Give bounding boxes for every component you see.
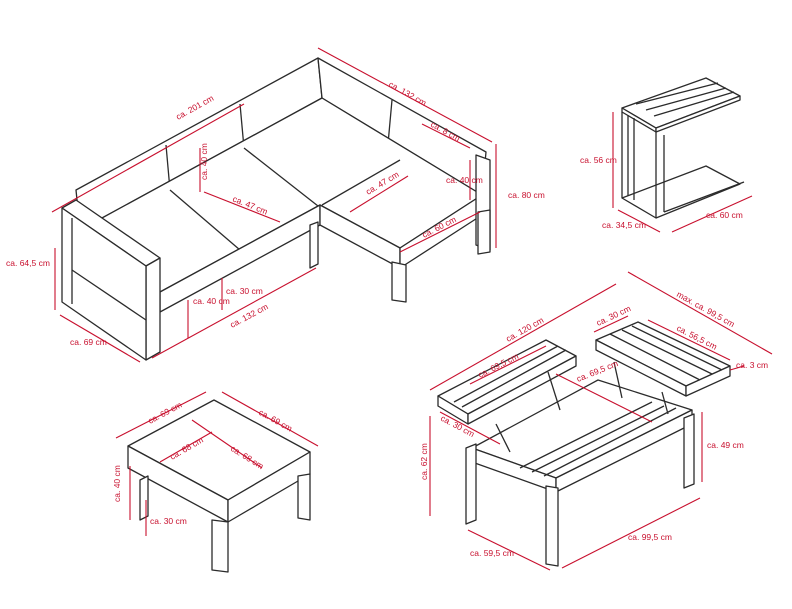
ottoman-cushion-label: ca. 30 cm bbox=[150, 516, 187, 526]
sofa-total-height-label: ca. 80 cm bbox=[508, 190, 545, 200]
coffee-table-dimension-lines bbox=[429, 271, 773, 571]
coffee-table-base-length-label: ca. 99,5 cm bbox=[628, 532, 672, 542]
ottoman-height-label: ca. 40 cm bbox=[112, 465, 122, 502]
sofa-depth-label: ca. 69 cm bbox=[70, 337, 107, 347]
coffee-table-base-depth-label: ca. 59,5 cm bbox=[470, 548, 514, 558]
side-table-dimension-labels: ca. 56 cm ca. 34,5 cm ca. 60 cm bbox=[580, 155, 743, 230]
ottoman-drawing bbox=[127, 399, 311, 573]
sofa-back-height-label: ca. 40 cm bbox=[199, 143, 209, 180]
sofa-front-width-label: ca. 132 cm bbox=[228, 301, 269, 329]
coffee-table-height-label: ca. 62 cm bbox=[419, 443, 429, 480]
side-table-height-label: ca. 56 cm bbox=[580, 155, 617, 165]
coffee-table-frame-height-label: ca. 49 cm bbox=[707, 440, 744, 450]
coffee-table-lift-width-label: ca. 30 cm bbox=[595, 303, 633, 328]
coffee-table-drawing bbox=[437, 321, 731, 567]
ottoman-dimension-lines bbox=[115, 391, 319, 536]
side-table-drawing bbox=[621, 77, 745, 219]
coffee-table-length-label: ca. 120 cm bbox=[504, 315, 545, 344]
sofa-seat-height-label: ca. 40 cm bbox=[193, 296, 230, 306]
side-table-depth-label: ca. 34,5 cm bbox=[602, 220, 646, 230]
sofa-dimension-lines bbox=[51, 47, 497, 363]
side-table-width-label: ca. 60 cm bbox=[706, 210, 743, 220]
sofa-arm-height-label: ca. 64,5 cm bbox=[6, 258, 50, 268]
sofa-back-height-right-label: ca. 40 cm bbox=[446, 175, 483, 185]
side-table-dimension-lines bbox=[612, 112, 753, 233]
coffee-table-lift-thickness-label: ca. 3 cm bbox=[736, 360, 768, 370]
corner-sofa-drawing bbox=[61, 57, 491, 361]
coffee-table-max-depth-label: max. ca. 99,5 cm bbox=[675, 289, 736, 329]
sofa-cushion-height-label: ca. 30 cm bbox=[226, 286, 263, 296]
